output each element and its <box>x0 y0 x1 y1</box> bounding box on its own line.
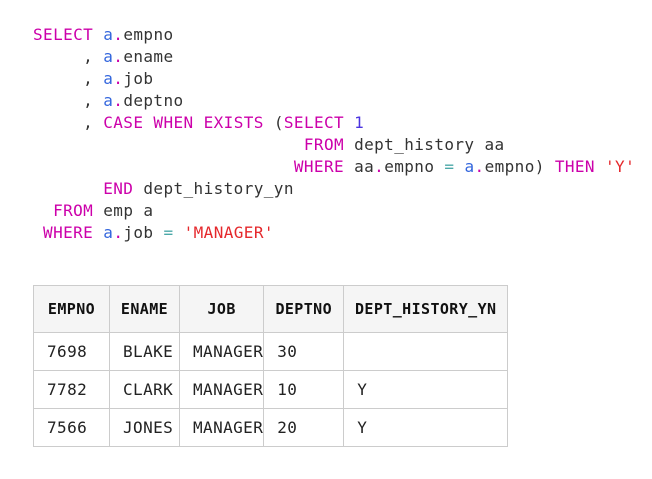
sql-token-kw: CASE <box>103 113 144 132</box>
sql-token-kw: WHEN <box>153 113 194 132</box>
sql-token-dot: . <box>113 69 124 88</box>
sql-token-num: 1 <box>354 113 365 132</box>
sql-token-pl: , <box>33 113 104 132</box>
table-cell: Y <box>343 408 509 447</box>
sql-token-pl: dept_history_yn <box>133 179 294 198</box>
sql-token-pl <box>33 135 304 154</box>
sql-token-pl <box>174 223 184 242</box>
sql-token-pl: ( <box>263 113 284 132</box>
sql-token-al: a <box>103 25 114 44</box>
sql-token-pl <box>93 25 103 44</box>
sql-token-str: 'MANAGER' <box>183 223 274 242</box>
sql-token-al: a <box>103 47 114 66</box>
table-cell: 7698 <box>33 332 110 371</box>
column-header-deptno: DEPTNO <box>263 285 345 333</box>
table-cell: 20 <box>263 408 345 447</box>
sql-token-kw: FROM <box>53 201 94 220</box>
sql-token-dot: . <box>374 157 385 176</box>
sql-token-pl: deptno <box>123 91 184 110</box>
sql-token-pl: , <box>33 69 104 88</box>
table-cell: Y <box>343 370 509 409</box>
sql-token-kw: END <box>103 179 134 198</box>
sql-token-pl <box>454 157 464 176</box>
table-cell: 7566 <box>33 408 110 447</box>
sql-token-pl: emp a <box>93 201 154 220</box>
sql-token-al: a <box>464 157 475 176</box>
sql-token-kw: SELECT <box>283 113 345 132</box>
sql-token-pl: , <box>33 91 104 110</box>
sql-code-block: SELECT a.empno , a.ename , a.job , a.dep… <box>33 24 652 244</box>
sql-token-dot: . <box>113 47 124 66</box>
sql-token-pl: empno <box>123 25 174 44</box>
sql-token-dot: . <box>113 223 124 242</box>
sql-token-pl <box>143 113 153 132</box>
sql-token-pl: dept_history aa <box>344 135 505 154</box>
sql-token-dot: . <box>474 157 485 176</box>
sql-token-op: = <box>444 157 455 176</box>
column-header-dept_history_yn: DEPT_HISTORY_YN <box>343 285 509 333</box>
sql-token-kw: EXISTS <box>203 113 264 132</box>
sql-token-pl <box>33 201 53 220</box>
sql-token-dot: . <box>113 25 124 44</box>
sql-token-pl: , <box>33 47 104 66</box>
table-cell: BLAKE <box>109 332 180 371</box>
sql-token-pl <box>595 157 605 176</box>
sql-token-dot: . <box>113 91 124 110</box>
sql-token-pl <box>33 179 103 198</box>
sql-token-pl <box>33 223 43 242</box>
table-cell: MANAGER <box>178 370 265 409</box>
sql-token-pl: aa <box>344 157 375 176</box>
sql-token-op: = <box>163 223 174 242</box>
sql-token-str: 'Y' <box>605 157 636 176</box>
sql-token-pl <box>194 113 204 132</box>
sql-token-pl: empno <box>384 157 445 176</box>
sql-token-pl: job <box>123 223 164 242</box>
sql-token-kw: FROM <box>303 135 345 154</box>
table-cell: 10 <box>263 370 345 409</box>
column-header-empno: EMPNO <box>33 285 110 333</box>
sql-token-kw: THEN <box>554 157 595 176</box>
table-cell <box>343 332 509 371</box>
page: SELECT a.empno , a.ename , a.job , a.dep… <box>33 24 652 447</box>
table-cell: MANAGER <box>178 408 265 447</box>
sql-token-al: a <box>103 91 114 110</box>
sql-token-pl <box>33 157 294 176</box>
sql-token-pl: ename <box>123 47 174 66</box>
table-cell: JONES <box>109 408 180 447</box>
sql-token-al: a <box>103 223 114 242</box>
table-cell: 7782 <box>33 370 110 409</box>
sql-token-kw: SELECT <box>33 25 94 44</box>
table-cell: CLARK <box>109 370 180 409</box>
sql-token-pl: empno) <box>484 157 555 176</box>
sql-token-pl <box>344 113 354 132</box>
column-header-job: JOB <box>178 285 265 333</box>
sql-token-al: a <box>103 69 114 88</box>
column-header-ename: ENAME <box>109 285 180 333</box>
sql-token-kw: WHERE <box>43 223 94 242</box>
table-cell: MANAGER <box>178 332 265 371</box>
sql-token-pl <box>93 223 103 242</box>
sql-token-pl: job <box>123 69 154 88</box>
table-cell: 30 <box>263 332 345 371</box>
sql-token-kw: WHERE <box>293 157 345 176</box>
